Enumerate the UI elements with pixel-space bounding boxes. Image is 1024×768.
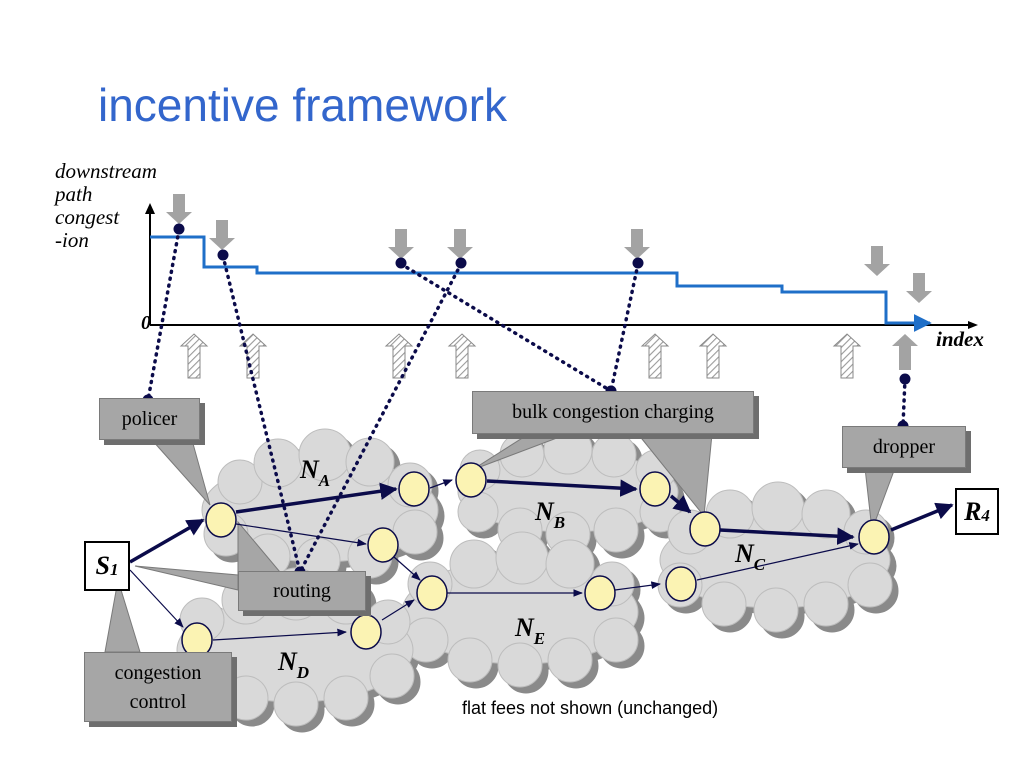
x-axis-label: index	[936, 327, 984, 351]
mapping-lines	[146, 228, 907, 574]
routing-tail-left	[134, 565, 239, 591]
y-axis-label-line: downstream	[55, 159, 157, 183]
mapping-dot	[455, 257, 467, 269]
link	[669, 494, 692, 514]
router-node	[689, 511, 721, 547]
congestion-control-label-line: congestion	[114, 662, 202, 684]
y-axis-zero-label: 0	[141, 312, 151, 334]
link	[393, 556, 421, 581]
router-nodes	[181, 462, 890, 658]
link	[235, 523, 367, 547]
down-arrow-icon	[447, 229, 473, 259]
congestion-control-label-line: control	[129, 691, 187, 713]
charging-mapping-line	[609, 262, 640, 393]
network-links	[129, 479, 954, 641]
cloud-na	[201, 428, 439, 583]
routing-label: routing	[273, 580, 331, 602]
link	[212, 628, 347, 641]
dropper-label: dropper	[872, 436, 936, 458]
dropper-callout: dropper	[842, 426, 966, 468]
router-node	[205, 502, 237, 538]
down-arrow-icon	[388, 229, 414, 259]
router-node	[416, 575, 448, 611]
source-subscript: 1	[109, 560, 119, 579]
y-axis-label: downstream path congest -ion	[55, 160, 157, 252]
link	[235, 482, 398, 514]
cloud-nc	[657, 481, 893, 633]
router-node	[858, 519, 890, 555]
router-node	[455, 462, 487, 498]
hatched-up-arrow-icon	[698, 333, 728, 379]
mapping-dot	[899, 373, 911, 385]
link	[381, 599, 415, 621]
down-arrow-icon	[906, 273, 932, 303]
hatched-up-arrow-icon	[447, 333, 477, 379]
routing-mapping-line	[298, 262, 463, 574]
mapping-dot	[395, 257, 407, 269]
receiver-letter: R	[964, 496, 982, 526]
network-label-ne: NE	[514, 613, 545, 648]
link	[696, 542, 859, 581]
policer-label: policer	[121, 408, 178, 430]
policer-mapping-line	[146, 228, 181, 402]
router-node	[367, 527, 399, 563]
link	[129, 569, 184, 628]
link	[614, 581, 661, 591]
congestion-control-callout: congestion control	[84, 652, 232, 722]
down-arrow-icon	[209, 220, 235, 250]
dropper-tail	[864, 467, 896, 531]
router-node	[584, 575, 616, 611]
hatched-up-arrow-icon	[640, 333, 670, 379]
y-axis-arrowhead	[145, 203, 155, 214]
link	[429, 479, 453, 489]
y-axis-label-line: path	[55, 182, 93, 206]
mapping-dot	[217, 249, 229, 261]
charging-mapping-line	[399, 262, 613, 393]
bulk-congestion-charging-callout: bulk congestion charging	[472, 391, 754, 434]
network-labels: NA NB NC ND NE	[277, 455, 766, 682]
router-node	[398, 471, 430, 507]
congestion-profile-line	[150, 235, 932, 332]
router-node	[665, 566, 697, 602]
y-axis-label-line: congest	[55, 205, 120, 229]
hatched-up-arrow-icon	[384, 333, 414, 379]
callout-tails	[104, 429, 896, 653]
policer-tail	[150, 439, 211, 506]
down-arrow-icon	[864, 246, 890, 276]
x-axis-arrowhead	[968, 321, 978, 329]
link	[890, 502, 954, 532]
down-arrow-icon	[624, 229, 650, 259]
source-letter: S	[95, 551, 110, 580]
link	[129, 518, 205, 564]
mapping-dot	[173, 223, 185, 235]
dropper-mapping-line	[901, 377, 907, 428]
network-label-na: NA	[299, 455, 330, 490]
y-axis-label-line: -ion	[55, 228, 89, 252]
link	[719, 527, 855, 545]
link	[486, 479, 638, 497]
network-label-nd: ND	[277, 647, 309, 682]
congestion-profile-chart	[145, 194, 978, 379]
cloud-ne	[401, 531, 639, 688]
hatched-up-arrow-icon	[832, 333, 862, 379]
network-label-nb: NB	[534, 497, 565, 532]
network-label-nc: NC	[734, 539, 766, 574]
bulk-charging-tail-right	[636, 433, 713, 518]
mapping-dot	[632, 257, 644, 269]
routing-callout: routing	[238, 571, 366, 611]
footnote: flat fees not shown (unchanged)	[462, 698, 719, 718]
routing-mapping-line	[221, 254, 302, 574]
hatched-up-arrow-icon	[238, 333, 268, 379]
down-arrow-icon	[166, 194, 192, 224]
hatched-up-arrow-icon	[179, 333, 209, 379]
router-node	[350, 614, 382, 650]
policer-callout: policer	[99, 398, 200, 440]
solid-up-arrow-icon	[892, 334, 918, 370]
router-node	[639, 471, 671, 507]
slide-title: incentive framework	[98, 79, 508, 131]
bulk-congestion-charging-label: bulk congestion charging	[512, 401, 714, 423]
receiver-subscript: 4	[981, 505, 990, 525]
